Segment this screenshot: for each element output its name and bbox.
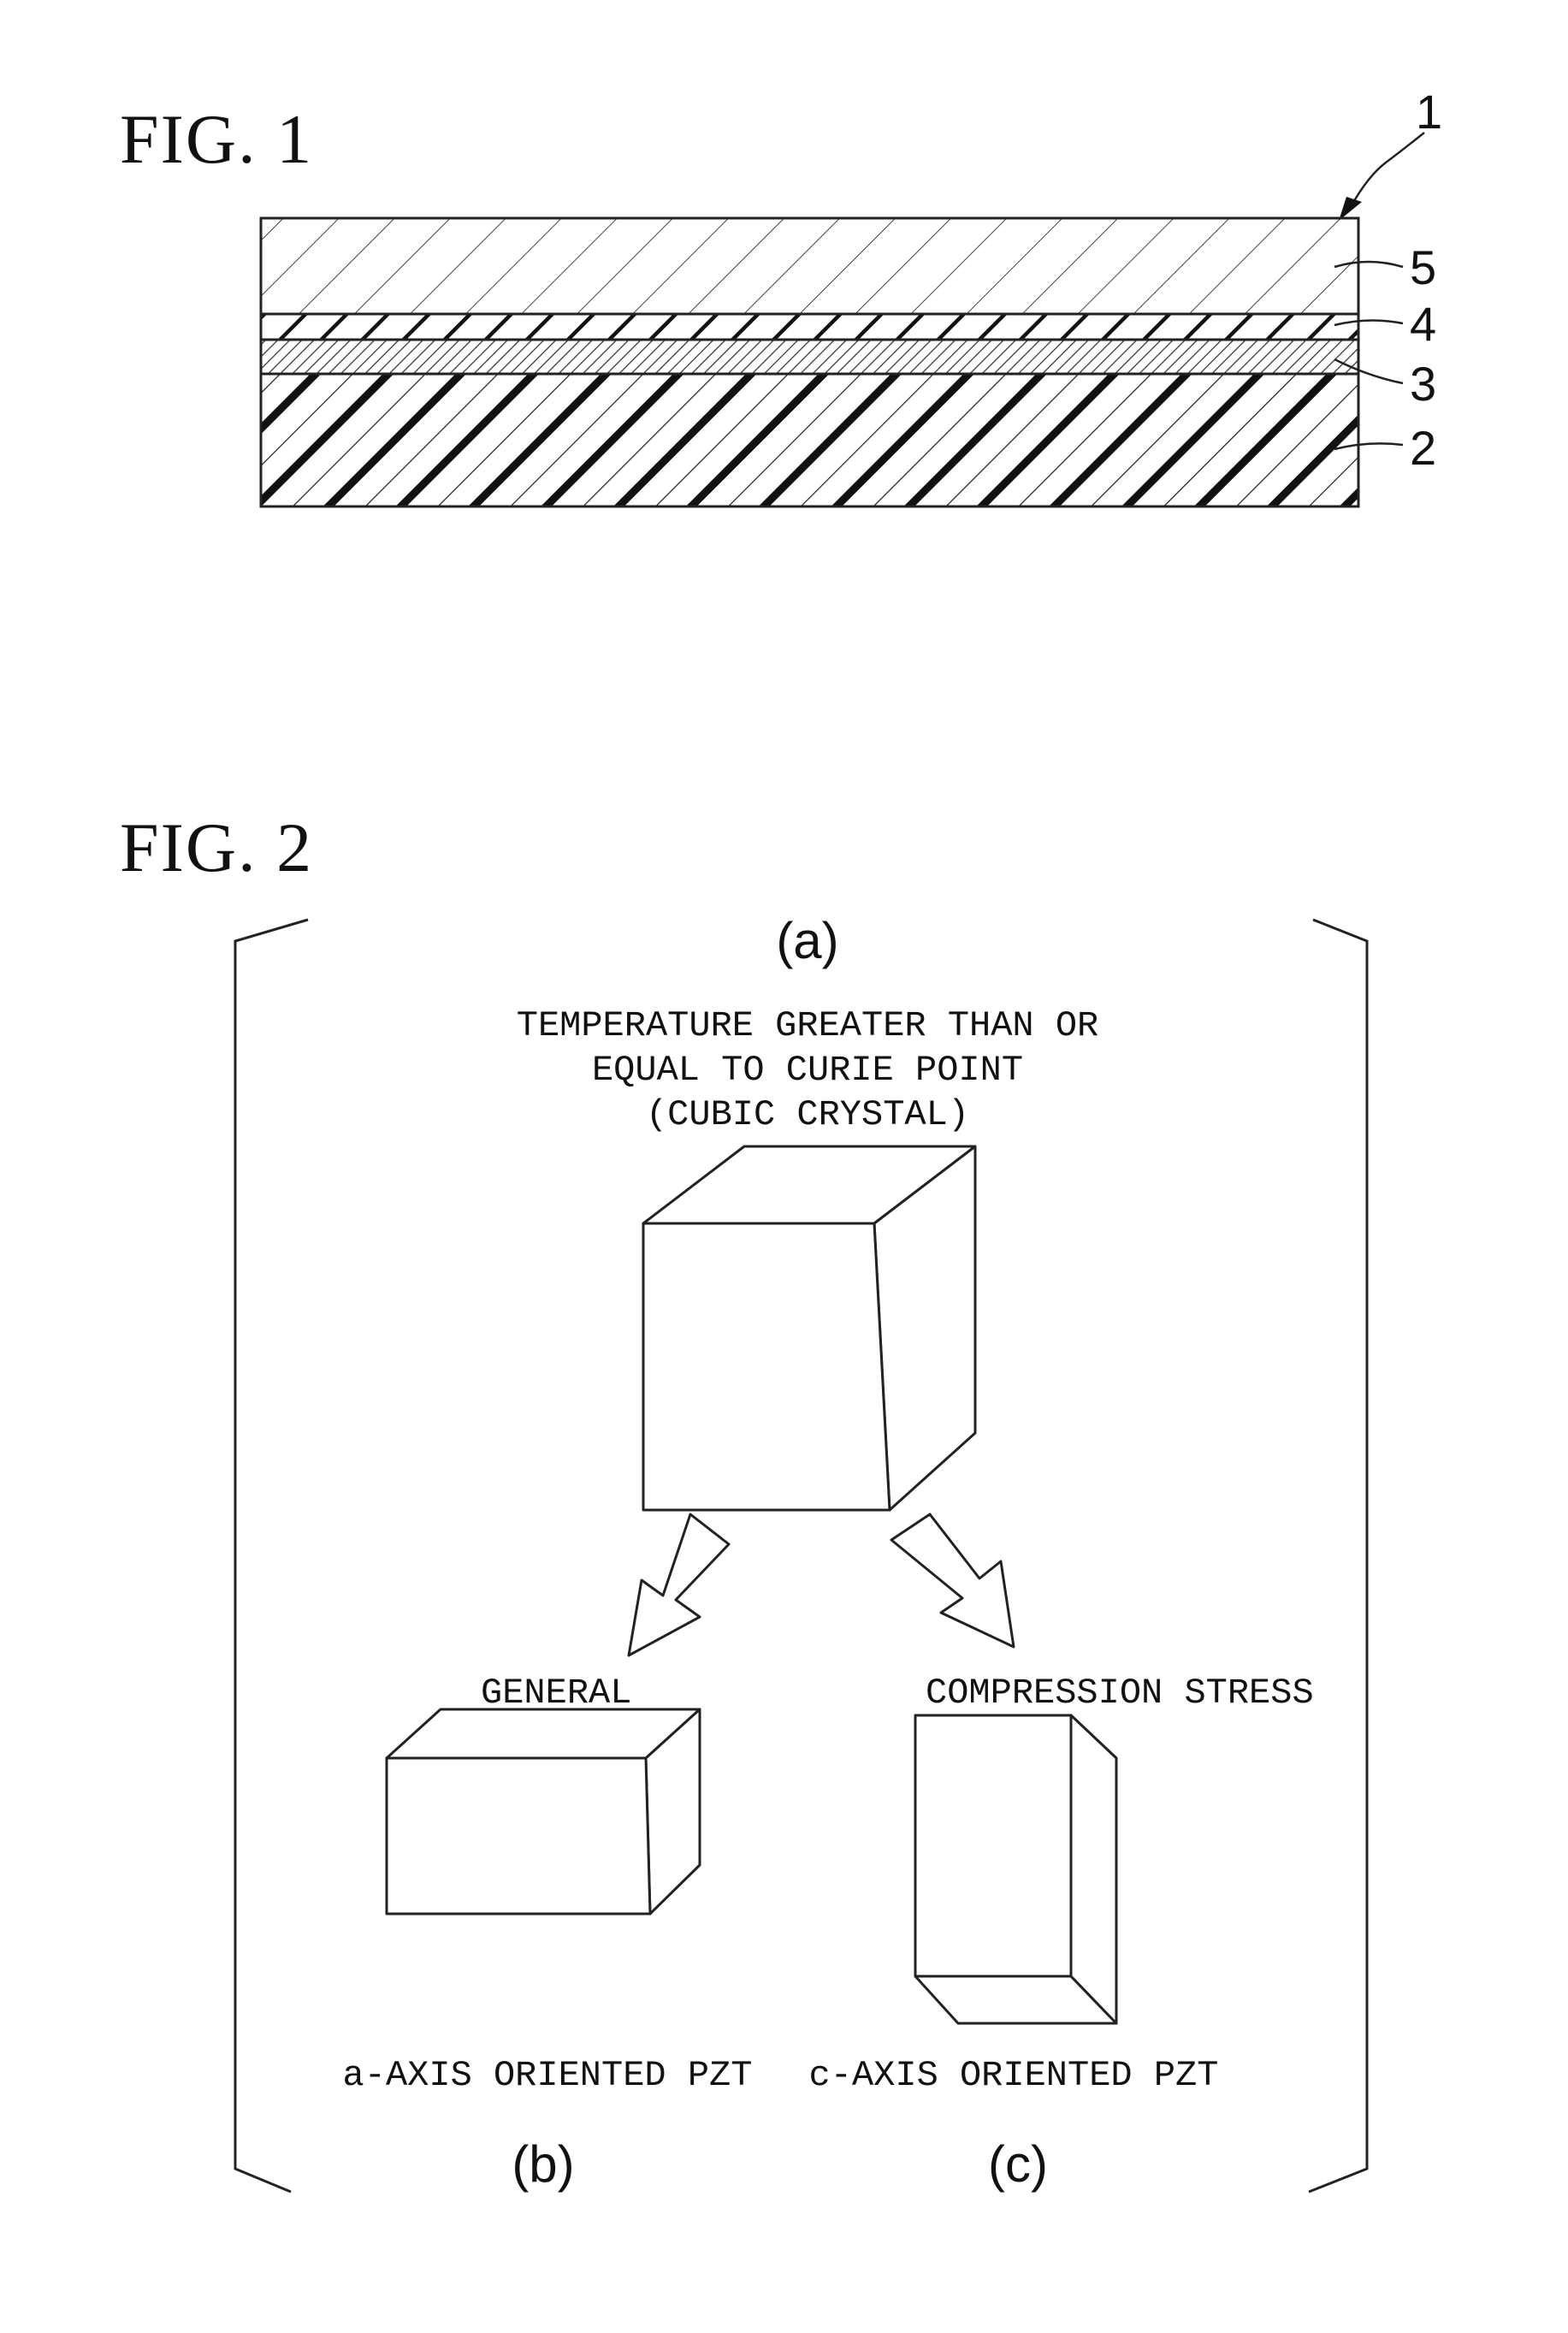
panel-a-marker: (a) [776,912,838,969]
arrow-to-general [629,1514,729,1655]
cubic-crystal-cube [643,1146,975,1510]
panel-b-result: a-AXIS ORIENTED PZT [343,2055,753,2096]
arrow-to-compression [891,1514,1014,1647]
fig1-layer-5 [261,218,1358,314]
panel-b-marker: (b) [512,2135,574,2193]
fig1-layer-4 [261,314,1358,340]
panel-a-caption-line-3: (CUBIC CRYSTAL) [646,1094,969,1135]
panel-c-condition: COMPRESSION STRESS [926,1673,1314,1714]
fig2-left-bracket [235,920,308,2192]
fig1-device-arrow-line [1352,133,1424,205]
fig2-right-bracket [1309,920,1367,2192]
fig1-title: FIG. 1 [120,100,313,178]
panel-c-marker: (c) [988,2135,1048,2193]
fig1-layer-3 [261,340,1358,374]
fig1-ref-4: 4 [1410,297,1436,351]
fig2-group: FIG. 2 (a) TEMPERATURE GREATER THAN OR E… [120,808,1367,2193]
panel-a-caption-line-1: TEMPERATURE GREATER THAN OR [517,1005,1099,1046]
panel-c-result: c-AXIS ORIENTED PZT [809,2055,1219,2096]
fig1-group: FIG. 1 1 5 4 3 2 [120,85,1442,506]
fig1-layer-2 [261,374,1358,506]
a-axis-crystal-box [387,1709,700,1914]
fig1-ref-5: 5 [1410,240,1436,294]
fig1-ref-3: 3 [1410,357,1436,411]
fig1-device-ref: 1 [1416,85,1442,139]
panel-a-caption-line-2: EQUAL TO CURIE POINT [592,1050,1023,1091]
fig1-ref-2: 2 [1410,421,1436,475]
fig2-title: FIG. 2 [120,808,313,886]
panel-b-condition: GENERAL [481,1673,631,1714]
c-axis-crystal-box [915,1715,1116,2023]
